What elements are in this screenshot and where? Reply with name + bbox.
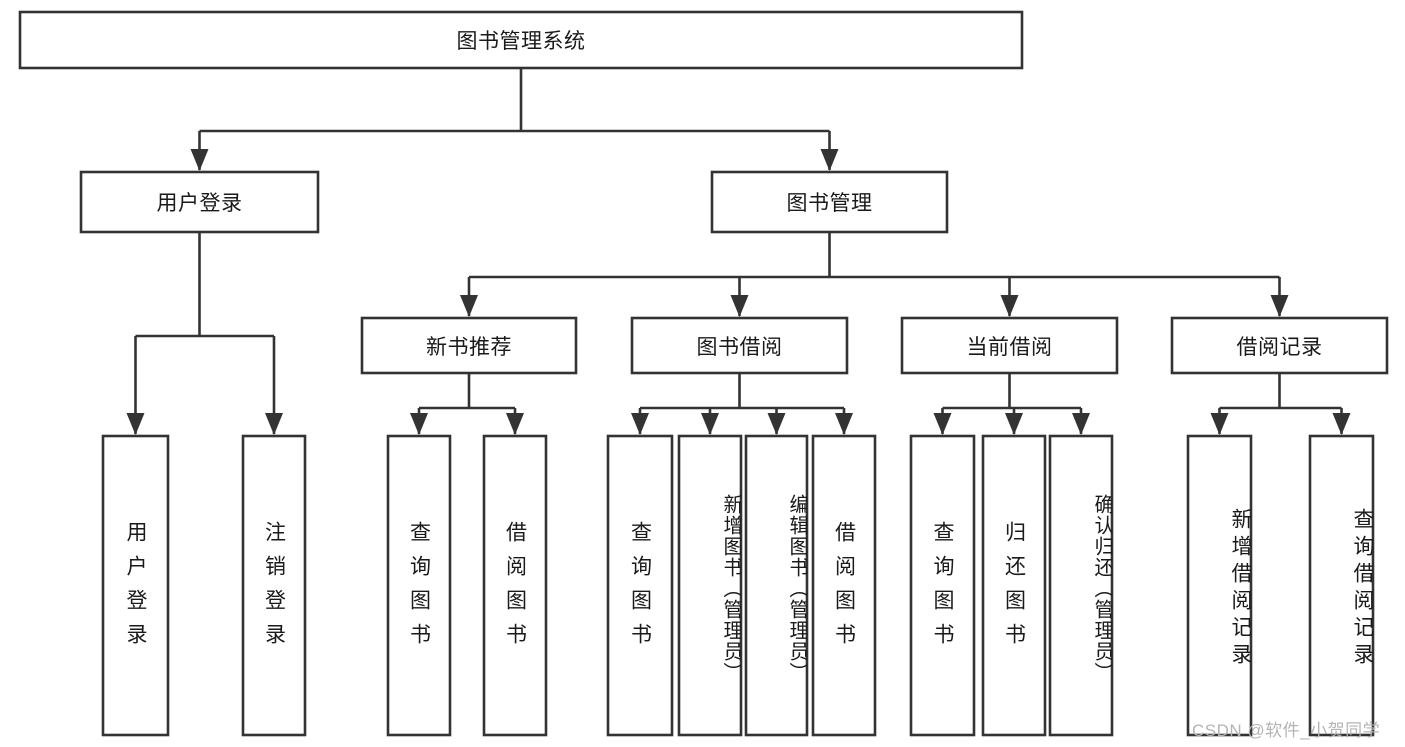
connectors-layer — [126, 68, 1351, 435]
node-box-l2-1[interactable] — [710, 170, 949, 234]
arrowhead-root-0 — [190, 149, 209, 171]
watermark-text: CSDN @软件_小贺同学 — [1192, 721, 1381, 740]
arrowhead-mgmt-3 — [1270, 295, 1289, 317]
arrowhead-4-0 — [1210, 413, 1229, 435]
arrowhead-2-0 — [631, 413, 649, 435]
arrowhead-1-1 — [506, 413, 524, 435]
node-box-l2-0[interactable] — [79, 170, 320, 234]
arrowhead-2-1 — [701, 413, 719, 435]
node-box-leaf-7[interactable] — [811, 434, 877, 737]
node-box-root[interactable] — [18, 10, 1024, 70]
node-box-leaf-5[interactable] — [677, 434, 743, 737]
arrowhead-3-0 — [933, 413, 952, 435]
node-box-leaf-2[interactable] — [386, 434, 452, 737]
node-box-l3-1[interactable] — [630, 316, 849, 375]
arrowhead-0-0 — [126, 413, 145, 435]
arrowhead-2-2 — [767, 413, 786, 435]
arrowhead-0-1 — [265, 413, 283, 435]
node-box-leaf-12[interactable] — [1308, 434, 1375, 737]
node-box-l3-0[interactable] — [360, 316, 578, 375]
node-box-leaf-10[interactable] — [1048, 434, 1114, 737]
arrowhead-3-2 — [1072, 413, 1090, 435]
arrowhead-mgmt-1 — [730, 295, 749, 317]
arrowhead-mgmt-2 — [1000, 295, 1019, 317]
node-box-leaf-1[interactable] — [241, 434, 307, 737]
node-box-l3-2[interactable] — [900, 316, 1119, 375]
node-box-leaf-11[interactable] — [1186, 434, 1253, 737]
arrowhead-3-1 — [1005, 413, 1023, 435]
node-box-l3-3[interactable] — [1170, 316, 1389, 375]
arrowhead-1-0 — [410, 413, 428, 435]
arrowhead-root-1 — [820, 149, 839, 171]
node-box-leaf-4[interactable] — [606, 434, 674, 737]
arrowhead-2-3 — [835, 413, 853, 435]
node-box-leaf-0[interactable] — [101, 434, 170, 737]
arrowhead-mgmt-0 — [460, 295, 478, 317]
node-box-leaf-6[interactable] — [744, 434, 809, 737]
node-box-leaf-3[interactable] — [482, 434, 548, 737]
node-box-leaf-8[interactable] — [909, 434, 976, 737]
arrowhead-4-1 — [1332, 413, 1351, 435]
node-box-leaf-9[interactable] — [981, 434, 1047, 737]
node-boxes-layer — [18, 10, 1389, 737]
